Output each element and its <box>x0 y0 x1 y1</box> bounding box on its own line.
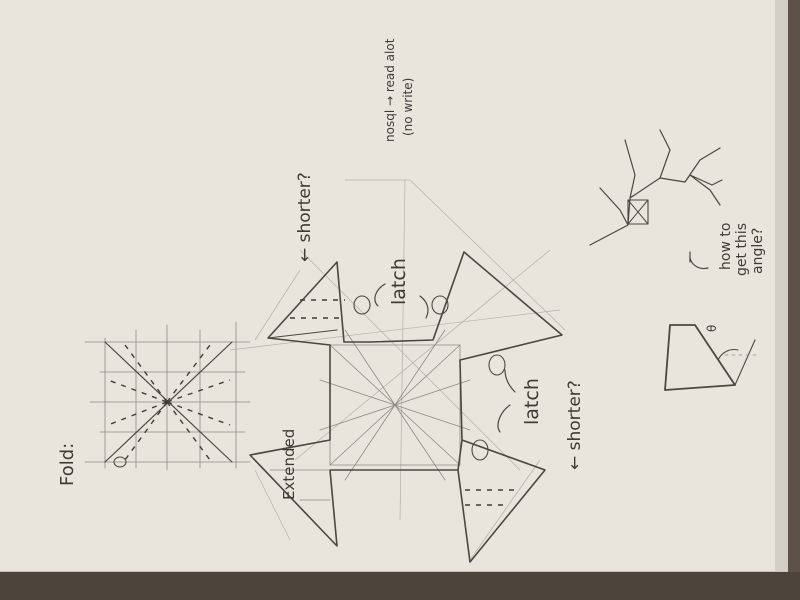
latch-circle-2 <box>431 295 449 315</box>
latch-bottom-label: latch <box>521 378 543 425</box>
nosql-note-line2: (no write) <box>401 78 415 136</box>
box-net-diagram <box>229 179 566 563</box>
fold-grid-square <box>84 321 251 471</box>
latch-circle-3 <box>488 354 506 376</box>
page-underneath <box>0 572 800 600</box>
shorter-bottom-label: ← shorter? <box>565 380 585 470</box>
paper-sheet <box>0 0 788 572</box>
extended-label: Extended <box>280 429 298 500</box>
angle-question-line2: get this <box>734 223 750 276</box>
paper-shadow <box>775 0 788 572</box>
theta-symbol: θ <box>705 325 719 332</box>
angle-question-line1: how to <box>718 223 734 270</box>
fold-label: Fold: <box>57 443 78 486</box>
latch-circle-1 <box>353 295 371 315</box>
angle-question-line3: angle? <box>750 228 766 274</box>
nosql-note-line1: nosql → read alot <box>383 38 397 142</box>
trapezoid-angle-sketch <box>664 251 761 391</box>
latch-circle-4 <box>471 439 489 461</box>
latch-top-label: latch <box>388 258 410 305</box>
shorter-top-label: ← shorter? <box>295 172 315 262</box>
joint-sketch <box>589 129 723 246</box>
